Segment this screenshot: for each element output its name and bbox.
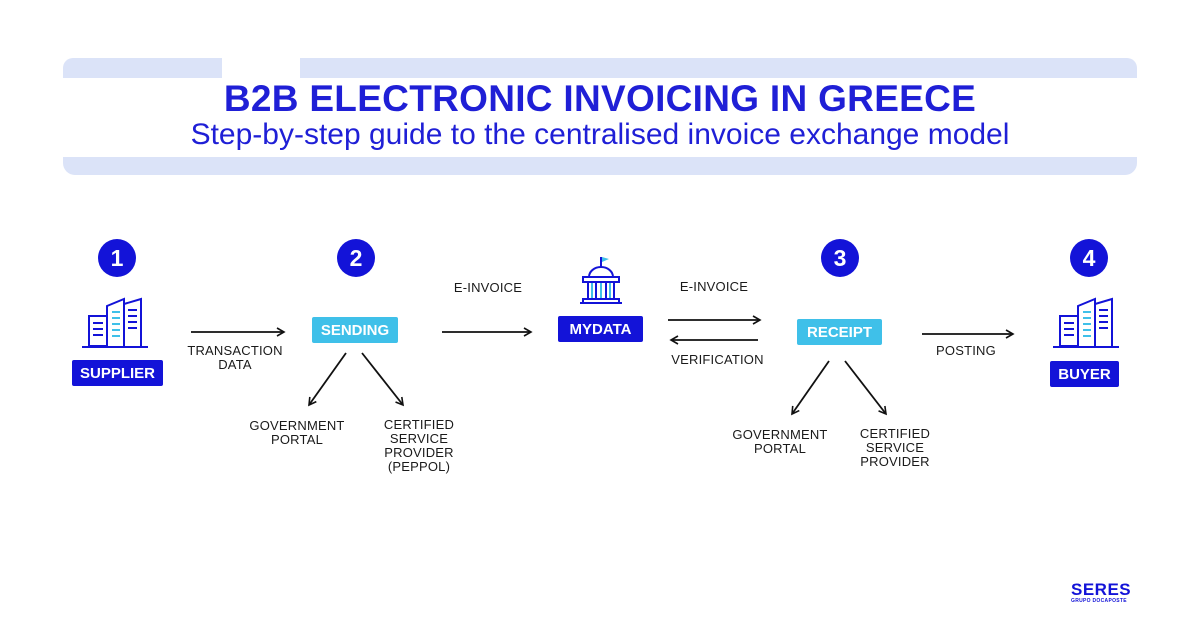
seres-logo-tagline: GRUPO DOCAPOSTE xyxy=(1071,598,1127,604)
arrow-sending-to-csp xyxy=(361,352,404,407)
receipt-tag: RECEIPT xyxy=(797,319,882,345)
arrow-receipt-to-csp xyxy=(844,360,887,416)
arrow-sending-to-gov-portal xyxy=(308,352,347,407)
buyer-building-icon xyxy=(1053,297,1119,348)
header-banner-gap xyxy=(222,58,300,78)
seres-logo: SERES xyxy=(1071,580,1132,599)
label-posting: POSTING xyxy=(936,343,996,358)
page-title: B2B ELECTRONIC INVOICING IN GREECE xyxy=(223,78,977,119)
label-receipt-certified-service-provider: CERTIFIED SERVICE PROVIDER xyxy=(859,426,931,469)
label-e-invoice-2: E-INVOICE xyxy=(679,279,749,294)
label-e-invoice-1: E-INVOICE xyxy=(453,280,523,295)
step-4-badge: 4 xyxy=(1070,239,1108,277)
label-transaction-data: TRANSACTION DATA xyxy=(187,343,283,372)
label-verification: VERIFICATION xyxy=(671,352,764,367)
step-1-badge: 1 xyxy=(98,239,136,277)
step-2-badge: 2 xyxy=(337,239,375,277)
label-receipt-government-portal: GOVERNMENT PORTAL xyxy=(732,427,828,456)
page-subtitle: Step-by-step guide to the centralised in… xyxy=(190,118,1010,151)
label-sending-certified-service-provider: CERTIFIED SERVICE PROVIDER (PEPPOL) xyxy=(383,417,455,474)
government-building-icon xyxy=(580,257,622,304)
arrow-receipt-to-gov-portal xyxy=(791,360,830,416)
supplier-building-icon xyxy=(82,297,148,348)
header-banner-top xyxy=(63,58,1137,78)
step-3-badge: 3 xyxy=(821,239,859,277)
buyer-tag: BUYER xyxy=(1050,361,1119,387)
supplier-tag: SUPPLIER xyxy=(72,360,163,386)
sending-tag: SENDING xyxy=(312,317,398,343)
header-banner-bottom xyxy=(63,157,1137,175)
mydata-tag: MYDATA xyxy=(558,316,643,342)
label-sending-government-portal: GOVERNMENT PORTAL xyxy=(249,418,345,447)
